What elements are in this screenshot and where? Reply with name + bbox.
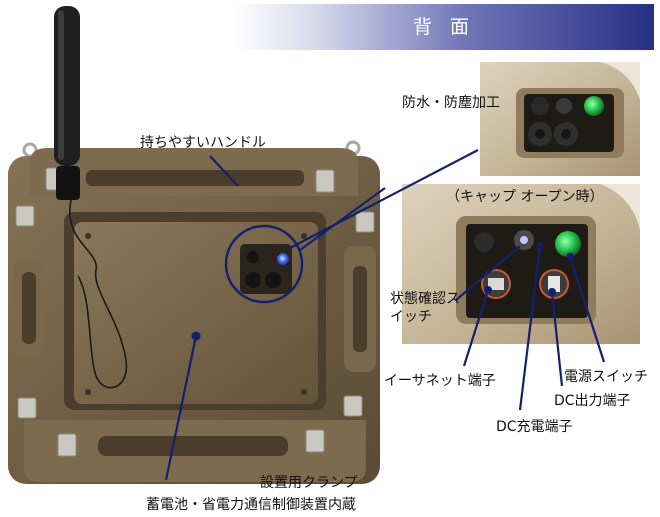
label-waterproof: 防水・防塵加工	[402, 95, 500, 111]
closeup-sealed	[480, 62, 640, 176]
label-clamp: 設置用クランプ	[260, 475, 358, 491]
header-banner: 背 面	[234, 4, 654, 50]
antenna	[54, 6, 80, 200]
label-battery: 蓄電池・省電力通信制御装置内蔵	[146, 497, 356, 513]
label-handle: 持ちやすいハンドル	[140, 135, 266, 151]
label-cap-open: （キャップ オープン時）	[446, 189, 604, 205]
highlight-circle	[224, 224, 304, 304]
header-title: 背 面	[412, 16, 476, 38]
label-power-switch: 電源スイッチ	[564, 369, 648, 385]
closeup-open	[402, 184, 640, 344]
label-status-switch: 状態確認スイッチ	[390, 291, 460, 325]
label-ethernet: イーサネット端子	[384, 373, 496, 389]
leader-lines	[164, 149, 606, 481]
device-body	[8, 140, 380, 484]
label-dc-out: DC出力端子	[554, 393, 631, 409]
label-dc-charge: DC充電端子	[496, 419, 573, 435]
leader-dots	[191, 242, 574, 341]
